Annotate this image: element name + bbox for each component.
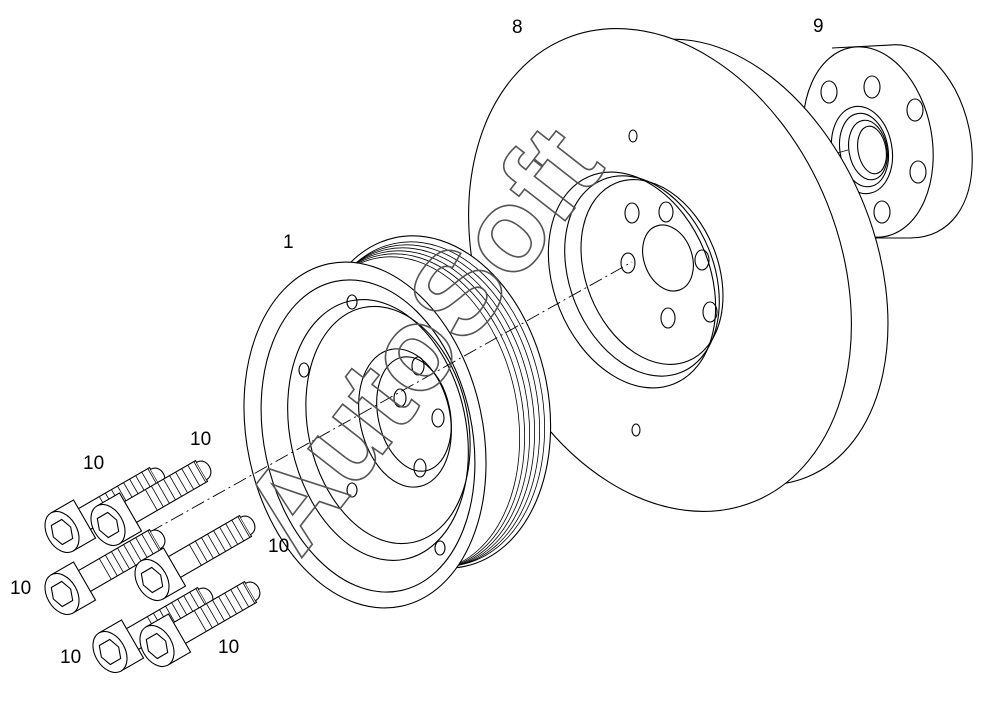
callout-screw-e: 10 — [60, 647, 81, 668]
callout-screw-d: 10 — [10, 578, 31, 599]
callout-screw-f: 10 — [218, 637, 239, 658]
pulley-part-1 — [243, 235, 552, 609]
callout-screw-b: 10 — [83, 453, 104, 474]
callout-damper: 8 — [512, 17, 523, 38]
damper-part-8 — [468, 28, 889, 512]
callout-screw-c: 10 — [268, 536, 289, 557]
callout-screw-a: 10 — [190, 429, 211, 450]
callout-pulley: 1 — [283, 232, 294, 253]
callout-hub: 9 — [813, 16, 824, 37]
centre-axis-line — [149, 261, 633, 533]
